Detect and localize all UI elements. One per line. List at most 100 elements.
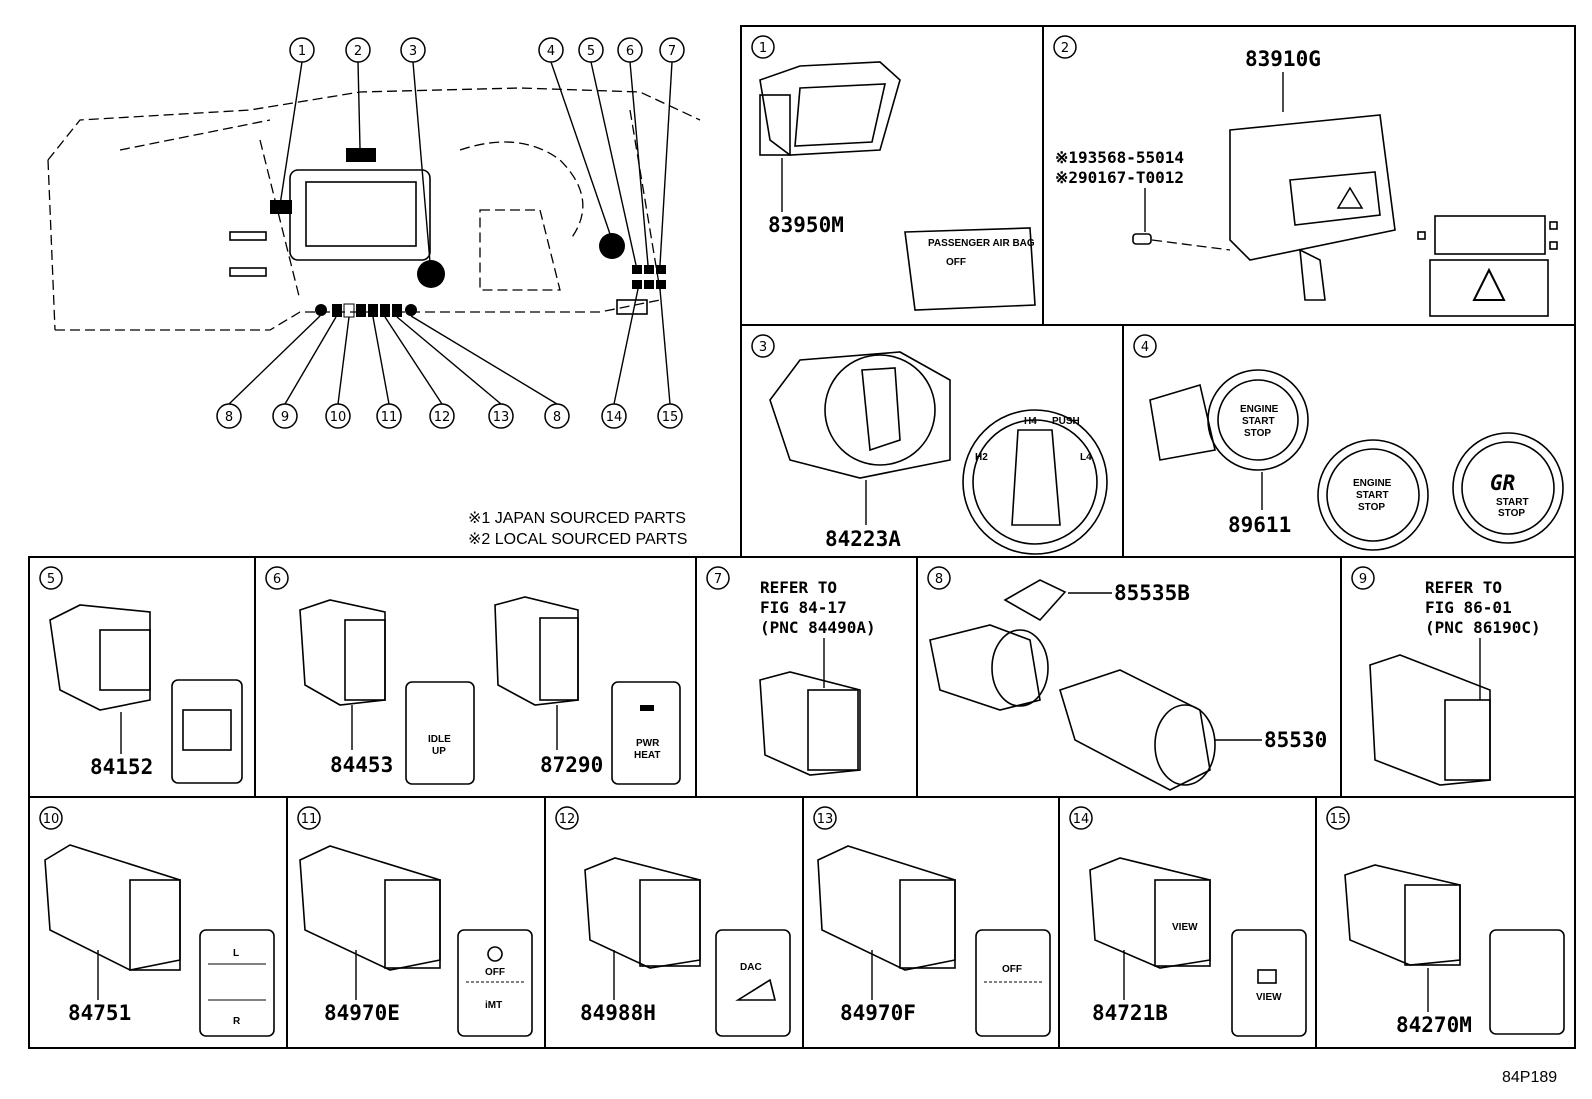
panel-14-number: 14 [1073,812,1090,827]
p7-pnc: (PNC 84490A) [760,618,876,637]
panel-6-idle-up-pwr-heat: 84453 IDLE UP 87290 PWR HEAT [299,596,681,785]
dac-label: DAC [740,962,762,973]
panel-9-refer: REFER TO FIG 86-01 (PNC 86190C) [1369,578,1541,786]
callout-12: 12 [434,410,451,425]
part-84152: 84152 [90,755,153,779]
panel-3-4wd-dial: 84223A H4 H2 L4 PUSH [769,351,1108,555]
panel-5-number: 5 [47,572,55,587]
panel-7-number: 7 [714,572,722,587]
ref-193568-55014: ※193568-55014 [1055,148,1184,167]
dashboard-overview: 1 2 3 4 5 6 7 8 9 10 11 12 13 8 14 15 ※1… [47,37,701,548]
btn-stop: STOP [1244,428,1271,439]
btn-start: START [1242,416,1275,427]
panel-10-number: 10 [43,812,60,827]
part-83910G: 83910G [1245,47,1321,71]
part-84751: 84751 [68,1001,131,1025]
panel-4-start-button: ENGINE START STOP 89611 ENGINE START STO… [1149,369,1564,551]
part-89611: 89611 [1228,513,1291,537]
p7-refer-to: REFER TO [760,578,837,597]
dial-push: PUSH [1052,416,1080,427]
panel-11-number: 11 [301,812,318,827]
seat-l: L [233,948,239,959]
note-local-sourced: ※2 LOCAL SOURCED PARTS [468,531,687,548]
p9-pnc: (PNC 86190C) [1425,618,1541,637]
btn-engine: ENGINE [1240,404,1279,415]
panel-1-airbag-indicator: 83950M PASSENGER AIR BAG OFF [759,61,1036,311]
heat-label: HEAT [634,750,660,761]
view-switch-label: VIEW [1172,922,1198,933]
callout-11: 11 [381,410,398,425]
p9-fig: FIG 86-01 [1425,598,1512,617]
part-84970E: 84970E [324,1001,400,1025]
part-84270M: 84270M [1396,1013,1472,1037]
part-84453: 84453 [330,753,393,777]
part-84970F: 84970F [840,1001,916,1025]
panel-13-vsc-switch: 84970F OFF [817,845,1051,1037]
callout-2: 2 [354,44,362,59]
imt-label: iMT [485,1000,502,1011]
btn-engine-2: ENGINE [1353,478,1392,489]
panel-2-number: 2 [1061,41,1069,56]
pwr-label: PWR [636,738,660,749]
callout-8a: 8 [225,410,233,425]
panel-12-number: 12 [559,812,576,827]
callout-7: 7 [668,44,676,59]
panel-1-number: 1 [759,41,767,56]
up-label: UP [432,746,446,757]
panel-12-dac-switch: 84988H DAC [580,857,791,1037]
panel-10-seat-heater: 84751 L R [44,844,275,1037]
btn-stop-2: STOP [1358,502,1385,513]
panel-15-number: 15 [1330,812,1347,827]
btn-stop-gr: STOP [1498,508,1525,519]
panel-6-number: 6 [273,572,281,587]
part-83950M: 83950M [768,213,844,237]
callout-6: 6 [626,44,634,59]
seat-r: R [233,1016,241,1027]
btn-start-gr: START [1496,497,1529,508]
part-87290: 87290 [540,753,603,777]
idle-label: IDLE [428,734,451,745]
dial-h2: H2 [975,452,988,463]
part-84721B: 84721B [1092,1001,1168,1025]
panel-11-imt-switch: 84970E OFF iMT [299,845,533,1037]
callout-9: 9 [281,410,289,425]
part-84223A: 84223A [825,527,901,551]
callout-3: 3 [409,44,417,59]
part-85530: 85530 [1264,728,1327,752]
panel-8-power-outlet: 85535B 85530 [929,579,1327,791]
view-label: VIEW [1256,992,1282,1003]
panel-7-refer: REFER TO FIG 84-17 (PNC 84490A) [759,578,876,776]
btn-gr-logo: GR [1490,471,1515,495]
note-japan-sourced: ※1 JAPAN SOURCED PARTS [468,510,686,527]
callout-15: 15 [662,410,679,425]
panel-15-switch: 84270M [1344,864,1565,1037]
dial-h4: H4 [1024,416,1037,427]
panel-2-hazard-switch: 83910G ※193568-55014 ※290167-T0012 [1055,47,1558,317]
dial-l4: L4 [1080,452,1092,463]
part-85535B: 85535B [1114,581,1190,605]
panel-8-number: 8 [935,572,943,587]
btn-start-2: START [1356,490,1389,501]
vsc-off: OFF [1002,964,1022,975]
figure-code: 84P189 [1502,1069,1557,1086]
panel-13-number: 13 [817,812,834,827]
airbag-label-title: PASSENGER AIR BAG [928,238,1035,249]
p9-refer-to: REFER TO [1425,578,1502,597]
callout-4: 4 [547,44,555,59]
airbag-label-off: OFF [946,257,966,268]
panel-4-number: 4 [1141,340,1149,355]
panel-14-view-switch: VIEW 84721B VIEW [1089,857,1307,1037]
part-84988H: 84988H [580,1001,656,1025]
callout-8b: 8 [553,410,561,425]
callout-5: 5 [587,44,595,59]
ref-290167-T0012: ※290167-T0012 [1055,168,1184,187]
callout-13: 13 [493,410,510,425]
panel-grid [28,25,1576,1049]
callout-14: 14 [606,410,623,425]
imt-off: OFF [485,967,505,978]
panel-3-number: 3 [759,340,767,355]
callout-1: 1 [298,44,306,59]
p7-fig: FIG 84-17 [760,598,847,617]
panel-9-number: 9 [1359,572,1367,587]
